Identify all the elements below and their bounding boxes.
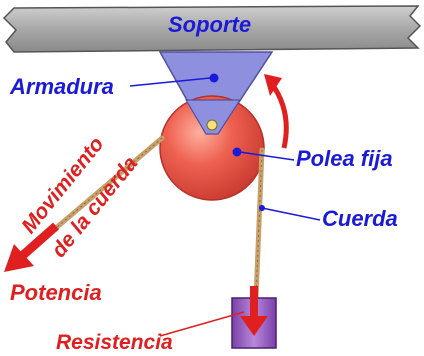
- leader-cuerda: [261, 207, 321, 221]
- effort-label: Potencia: [10, 280, 102, 305]
- effort-arrow-head: [4, 244, 34, 272]
- frame-marker-dot: [209, 73, 219, 83]
- frame-front: [184, 99, 242, 135]
- frame-label: Armadura: [10, 74, 114, 99]
- leader-armadura: [129, 77, 211, 87]
- rope-right-strand: [253, 147, 265, 301]
- pulley-axle: [206, 119, 218, 131]
- fixed-pulley-label: Polea fija: [296, 146, 393, 171]
- leader-resistencia: [159, 311, 245, 337]
- fixed-pulley-wheel: [159, 95, 265, 201]
- pulley-marker-dot: [232, 147, 242, 157]
- effort-arrow-shaft: [19, 222, 59, 260]
- support-label: Soporte: [168, 12, 252, 37]
- rotation-arrow: [269, 82, 289, 149]
- rotation-arrow-head: [264, 74, 282, 96]
- weight-arrow-head: [240, 316, 268, 336]
- rope-left-texture: [29, 137, 163, 251]
- leader-cuerda-dot: [259, 205, 265, 211]
- leader-polea: [239, 151, 295, 161]
- rope-label: Cuerda: [322, 206, 398, 231]
- support-beam: [2, 5, 422, 53]
- resistance-label: Resistencia: [56, 331, 173, 354]
